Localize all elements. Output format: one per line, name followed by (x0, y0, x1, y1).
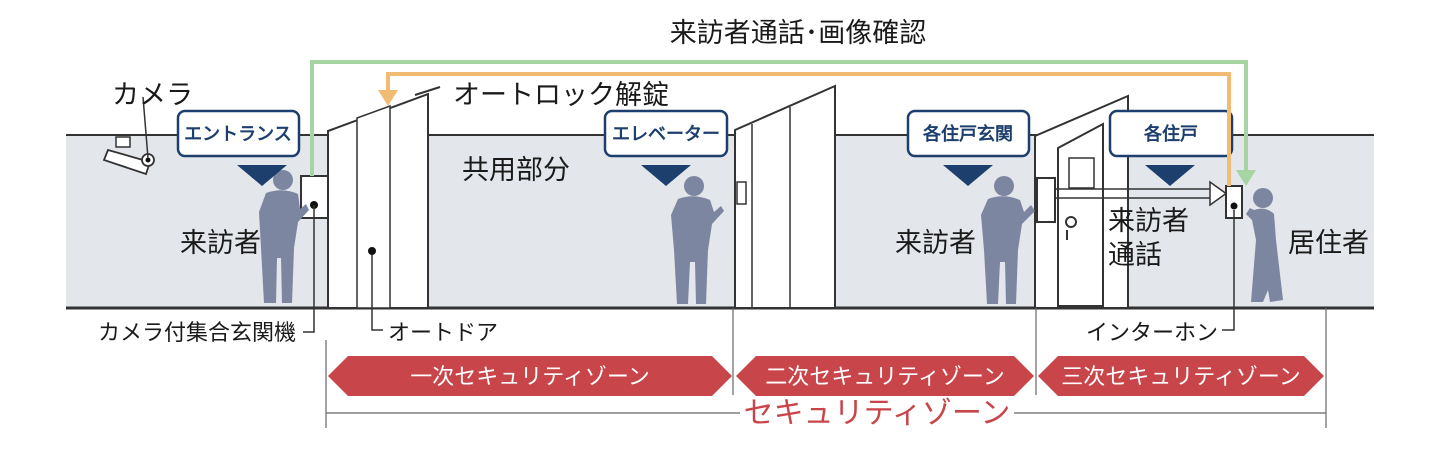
security-camera-icon (102, 96, 155, 176)
visitor-2-silhouette (981, 176, 1035, 304)
unit-entrance-intercom (1036, 177, 1056, 223)
call-image-arrowhead (1236, 170, 1256, 186)
unit-tag: 各住戸 (1143, 123, 1198, 145)
unit-tag-box (1108, 109, 1234, 158)
elevator-tag-box (603, 109, 729, 158)
unit-entrance-tag-box (906, 109, 1031, 158)
tertiary-zone-label: 三次セキュリティゾーン (1061, 365, 1301, 390)
auto-door-callout (371, 255, 383, 331)
primary-zone-label: 一次セキュリティゾーン (410, 365, 650, 390)
tertiary-zone-banner (1038, 356, 1324, 396)
overall-zone-label: セキュリティゾーン (744, 396, 1011, 431)
resident-silhouette (1246, 188, 1283, 302)
resident-label: 居住者 (1288, 228, 1369, 259)
unlock-line (386, 72, 1231, 186)
secondary-zone-label: 二次セキュリティゾーン (765, 365, 1005, 390)
top-label: 来訪者通話･画像確認 (670, 18, 927, 49)
unlock-arrowhead (378, 90, 398, 106)
secondary-zone-banner (736, 356, 1034, 396)
interphone-label: インターホン (1086, 321, 1218, 346)
auto-door-label: オートドア (388, 321, 498, 346)
elevator-structure (734, 84, 836, 309)
auto-door-structure (327, 86, 441, 309)
unit-entrance-pointer (943, 165, 993, 186)
camera-intercom-panel (300, 175, 329, 333)
call-label-line1: 来訪者 (1108, 206, 1189, 237)
visitor-elevator-silhouette (671, 176, 724, 304)
unit-pointer (1145, 165, 1195, 186)
visitor-2-label: 来訪者 (895, 228, 976, 259)
entrance-tag-box (176, 109, 301, 158)
interphone-device (1222, 185, 1243, 331)
call-label-line2: 通話 (1108, 240, 1162, 271)
intercom-panel-label: カメラ付集合玄関機 (98, 321, 296, 346)
entrance-tag: エントランス (184, 124, 292, 145)
entrance-pointer (237, 165, 287, 186)
visitor-1-label: 来訪者 (180, 228, 261, 259)
unlock-label: オートロック解錠 (453, 80, 669, 111)
call-arrowhead (1209, 180, 1228, 207)
common-area-label: 共用部分 (462, 155, 570, 186)
unit-door-structure (1034, 94, 1129, 309)
elevator-tag: エレベーター (612, 124, 720, 145)
camera-label: カメラ (112, 80, 193, 111)
elevator-call-button (736, 181, 747, 205)
visitor-1-silhouette (259, 170, 309, 303)
unit-entrance-tag: 各住戸玄関 (922, 123, 1013, 145)
primary-zone-banner (328, 356, 732, 396)
auto-door-marker (368, 247, 376, 255)
elevator-pointer (641, 165, 691, 186)
call-image-line (310, 60, 1248, 176)
